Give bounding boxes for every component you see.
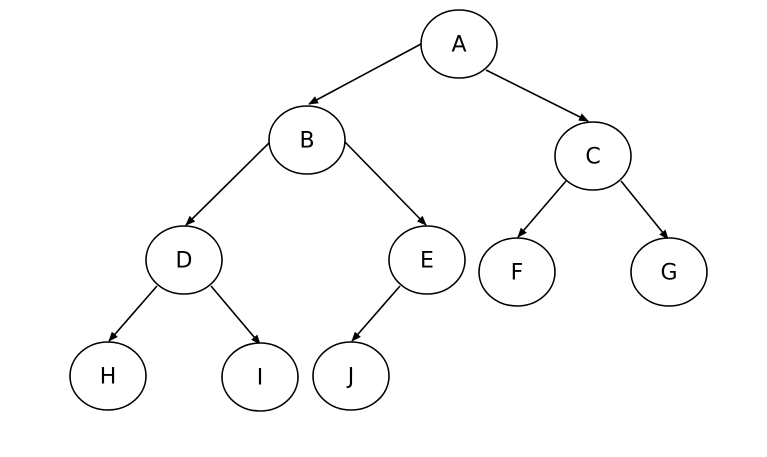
node-c-label: C <box>585 145 600 170</box>
node-f: F <box>478 237 556 307</box>
node-i-label: I <box>257 366 264 391</box>
edge-a-b <box>308 43 422 105</box>
node-g-label: G <box>660 261 677 286</box>
edge-c-f <box>517 180 567 238</box>
node-h: H <box>69 341 147 411</box>
node-h-label: H <box>100 365 117 390</box>
nodes-layer: A B C D E F G H <box>69 9 708 412</box>
node-j: J <box>312 341 390 411</box>
node-g: G <box>630 237 708 307</box>
edge-a-c <box>485 69 589 122</box>
node-a: A <box>420 9 498 79</box>
node-b-label: B <box>299 129 314 154</box>
edge-c-g <box>620 180 669 240</box>
edges-layer <box>108 43 669 345</box>
node-f-label: F <box>511 261 524 286</box>
node-a-label: A <box>451 33 466 58</box>
node-j-label: J <box>346 365 355 390</box>
node-i: I <box>221 342 299 412</box>
edge-b-d <box>185 141 271 226</box>
node-d-label: D <box>176 249 193 274</box>
node-c: C <box>554 121 632 191</box>
edge-e-j <box>351 285 401 342</box>
node-b: B <box>268 105 346 175</box>
node-d: D <box>145 225 223 295</box>
edge-d-h <box>108 285 158 342</box>
node-e: E <box>388 225 466 295</box>
edge-d-i <box>210 285 261 345</box>
node-e-label: E <box>420 249 434 274</box>
edge-b-e <box>344 141 427 226</box>
